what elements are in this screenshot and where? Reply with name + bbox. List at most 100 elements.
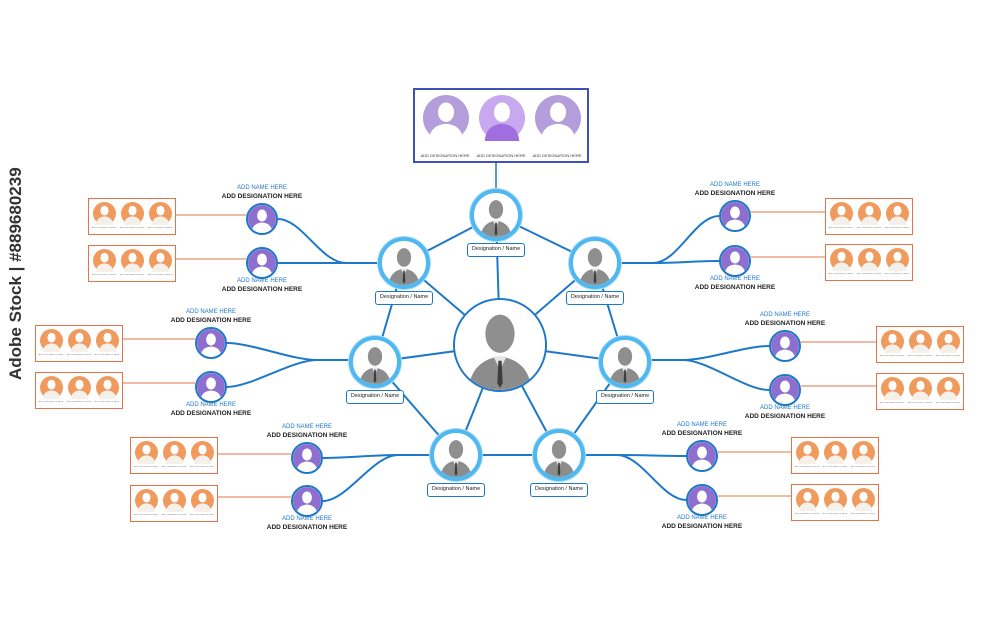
person-avatar-icon: [93, 202, 116, 225]
person-avatar-icon: [121, 202, 144, 225]
team-member-caption: ADD DESIGNATION HERE: [884, 227, 910, 229]
person-avatar-icon: [191, 489, 214, 512]
leaf-name: ADD NAME HERE: [281, 424, 332, 430]
team-member-caption: ADD DESIGNATION HERE: [879, 355, 905, 357]
top-member-designation: ADD DESIGNATION HERE: [420, 153, 470, 158]
leaf-designation: ADD DESIGNATION HERE: [694, 190, 776, 197]
leaf-name: ADD NAME HERE: [236, 278, 287, 284]
male-silhouette-icon: [353, 340, 397, 384]
male-silhouette-icon: [537, 433, 581, 477]
team-member-caption: ADD DESIGNATION HERE: [161, 466, 187, 468]
leaf-designation: ADD DESIGNATION HERE: [221, 193, 303, 200]
leaf-name: ADD NAME HERE: [185, 402, 236, 408]
team-member-caption: ADD DESIGNATION HERE: [91, 274, 117, 276]
person-avatar-icon: [248, 205, 276, 233]
manager-designation-label: Designation / Name: [596, 390, 654, 404]
team-member-caption: ADD DESIGNATION HERE: [822, 513, 848, 515]
leaf-name: ADD NAME HERE: [676, 422, 727, 428]
manager-avatar: [599, 336, 651, 388]
leaf-designation: ADD DESIGNATION HERE: [266, 432, 348, 439]
person-avatar-icon: [163, 489, 186, 512]
team-box: ADD DESIGNATION HERE ADD DESIGNATION HERE…: [130, 485, 218, 522]
person-avatar-icon: [909, 330, 932, 353]
team-member-caption: ADD DESIGNATION HERE: [189, 466, 215, 468]
leaf-designation: ADD DESIGNATION HERE: [694, 284, 776, 291]
branch-link: [621, 260, 720, 264]
person-avatar-icon: [830, 248, 853, 271]
person-avatar-icon: [248, 249, 276, 277]
team-member-caption: ADD DESIGNATION HERE: [119, 227, 145, 229]
person-avatar-icon: [796, 488, 819, 511]
team-member-caption: ADD DESIGNATION HERE: [828, 227, 854, 229]
team-member-caption: ADD DESIGNATION HERE: [119, 274, 145, 276]
person-avatar-icon: [293, 444, 321, 472]
person-avatar-icon: [149, 202, 172, 225]
manager-designation-label: Designation / Name: [346, 390, 404, 404]
person-avatar-icon: [824, 488, 847, 511]
branch-link: [226, 342, 349, 361]
leaf-name: ADD NAME HERE: [281, 516, 332, 522]
leaf-avatar: [719, 200, 751, 232]
manager-avatar: [349, 336, 401, 388]
team-member-caption: ADD DESIGNATION HERE: [147, 274, 173, 276]
person-avatar-icon: [886, 202, 909, 225]
person-avatar-icon: [688, 442, 716, 470]
person-avatar-icon: [135, 489, 158, 512]
leaf-avatar: [195, 327, 227, 359]
team-member-caption: ADD DESIGNATION HERE: [189, 514, 215, 516]
leaf-avatar: [246, 203, 278, 235]
person-avatar-icon: [121, 249, 144, 272]
person-avatar-icon: [197, 373, 225, 401]
team-box: ADD DESIGNATION HERE ADD DESIGNATION HERE…: [825, 198, 913, 235]
leaf-avatar: [246, 247, 278, 279]
leaf-designation: ADD DESIGNATION HERE: [266, 524, 348, 531]
female-silhouette-icon: [479, 95, 525, 141]
leaf-name: ADD NAME HERE: [709, 276, 760, 282]
team-member-caption: ADD DESIGNATION HERE: [94, 401, 120, 403]
leaf-avatar: [719, 245, 751, 277]
team-member-caption: ADD DESIGNATION HERE: [794, 513, 820, 515]
branch-link: [585, 454, 687, 501]
team-member-caption: ADD DESIGNATION HERE: [66, 401, 92, 403]
manager-avatar: [569, 237, 621, 289]
person-avatar-icon: [93, 249, 116, 272]
person-avatar-icon: [824, 441, 847, 464]
leaf-avatar: [686, 440, 718, 472]
male-silhouette-icon: [382, 241, 426, 285]
leaf-designation: ADD DESIGNATION HERE: [661, 430, 743, 437]
team-member-caption: ADD DESIGNATION HERE: [907, 402, 933, 404]
team-member-caption: ADD DESIGNATION HERE: [133, 514, 159, 516]
person-avatar-icon: [852, 441, 875, 464]
leaf-designation: ADD DESIGNATION HERE: [221, 286, 303, 293]
leaf-designation: ADD DESIGNATION HERE: [744, 413, 826, 420]
person-avatar-icon: [909, 377, 932, 400]
team-member-caption: ADD DESIGNATION HERE: [856, 273, 882, 275]
person-avatar-icon: [40, 376, 63, 399]
person-avatar-icon: [937, 377, 960, 400]
team-member-caption: ADD DESIGNATION HERE: [884, 273, 910, 275]
person-avatar-icon: [886, 248, 909, 271]
manager-avatar: [430, 429, 482, 481]
person-avatar-icon: [68, 329, 91, 352]
leaf-avatar: [769, 330, 801, 362]
manager-designation-label: Designation / Name: [375, 291, 433, 305]
person-avatar-icon: [937, 330, 960, 353]
manager-avatar: [533, 429, 585, 481]
person-avatar-icon: [771, 376, 799, 404]
person-avatar-icon: [796, 441, 819, 464]
manager-avatar: [470, 189, 522, 241]
person-avatar-icon: [881, 330, 904, 353]
manager-avatar: [378, 237, 430, 289]
team-member-caption: ADD DESIGNATION HERE: [794, 466, 820, 468]
person-avatar-icon: [163, 441, 186, 464]
person-avatar-icon: [191, 441, 214, 464]
leaf-avatar: [686, 484, 718, 516]
team-member-caption: ADD DESIGNATION HERE: [147, 227, 173, 229]
branch-link: [651, 359, 770, 391]
leaf-name: ADD NAME HERE: [759, 312, 810, 318]
